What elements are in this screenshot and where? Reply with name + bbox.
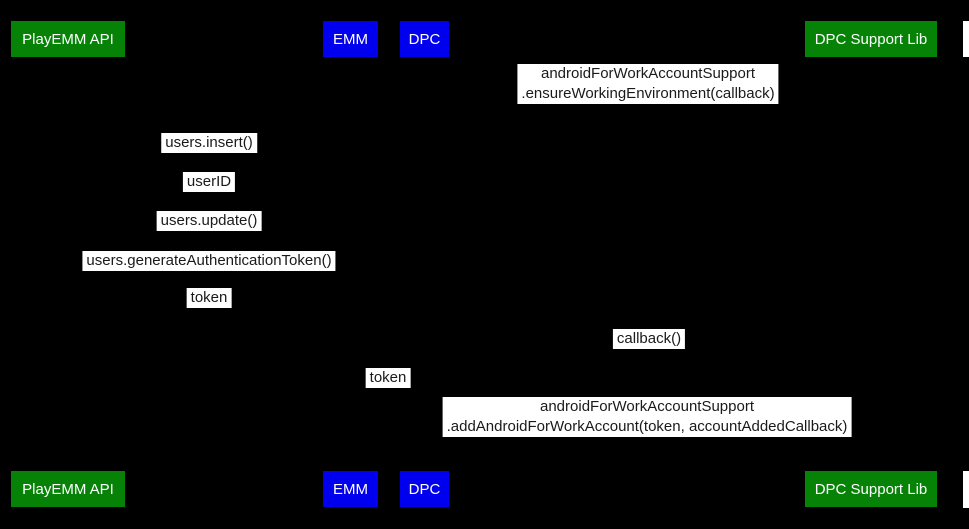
message-line: callback()	[616, 330, 682, 347]
message-label: userID	[182, 172, 236, 192]
actor-box-dpc-support-lib-bottom: DPC Support Lib	[805, 471, 937, 507]
message-line: androidForWorkAccountSupport	[540, 398, 754, 415]
message-label: users.insert()	[161, 133, 257, 153]
actor-box-dpc-top: DPC	[400, 21, 449, 57]
message-line: users.generateAuthenticationToken()	[86, 252, 332, 269]
lifeline-playemm-api	[68, 57, 69, 471]
actor-box-dpc-support-lib-top: DPC Support Lib	[805, 21, 937, 57]
lifeline-dpc-support-lib	[871, 57, 872, 471]
message-line: userID	[186, 173, 232, 190]
actor-label: PlayEMM API	[22, 30, 114, 48]
message-label: callback()	[612, 329, 686, 349]
message-line: .addAndroidForWorkAccount(token, account…	[446, 418, 848, 435]
lifeline-emm	[351, 57, 352, 471]
actor-label: EMM	[333, 30, 368, 48]
message-line: androidForWorkAccountSupport	[540, 65, 755, 82]
actor-box-playemm-api-top: PlayEMM API	[11, 21, 125, 57]
actor-box-emm-top: EMM	[323, 21, 378, 57]
message-label: users.generateAuthenticationToken()	[82, 251, 336, 271]
message-label: users.update()	[156, 211, 262, 231]
lifeline-dpc	[425, 57, 426, 471]
actor-box-dpc-bottom: DPC	[400, 471, 449, 507]
actor-label: DPC Support Lib	[814, 480, 928, 498]
message-line: token	[190, 289, 228, 306]
message-line: .ensureWorkingEnvironment(callback)	[521, 85, 775, 102]
actor-label: EMM	[333, 480, 368, 498]
clipped-actor-box-edge-top	[963, 21, 969, 57]
actor-box-emm-bottom: EMM	[323, 471, 378, 507]
actor-label: PlayEMM API	[22, 480, 114, 498]
message-label: token	[186, 288, 232, 308]
actor-label: DPC Support Lib	[814, 30, 928, 48]
message-label: androidForWorkAccountSupport .addAndroidF…	[442, 397, 852, 437]
actor-box-playemm-api-bottom: PlayEMM API	[11, 471, 125, 507]
message-line: users.update()	[160, 212, 258, 229]
message-line: users.insert()	[165, 134, 253, 151]
clipped-actor-box-edge-bottom	[963, 471, 969, 508]
message-line: token	[369, 369, 407, 386]
message-label: token	[365, 368, 411, 388]
message-label: androidForWorkAccountSupport .ensureWorki…	[517, 64, 779, 104]
actor-label: DPC	[408, 30, 441, 48]
actor-label: DPC	[408, 480, 441, 498]
